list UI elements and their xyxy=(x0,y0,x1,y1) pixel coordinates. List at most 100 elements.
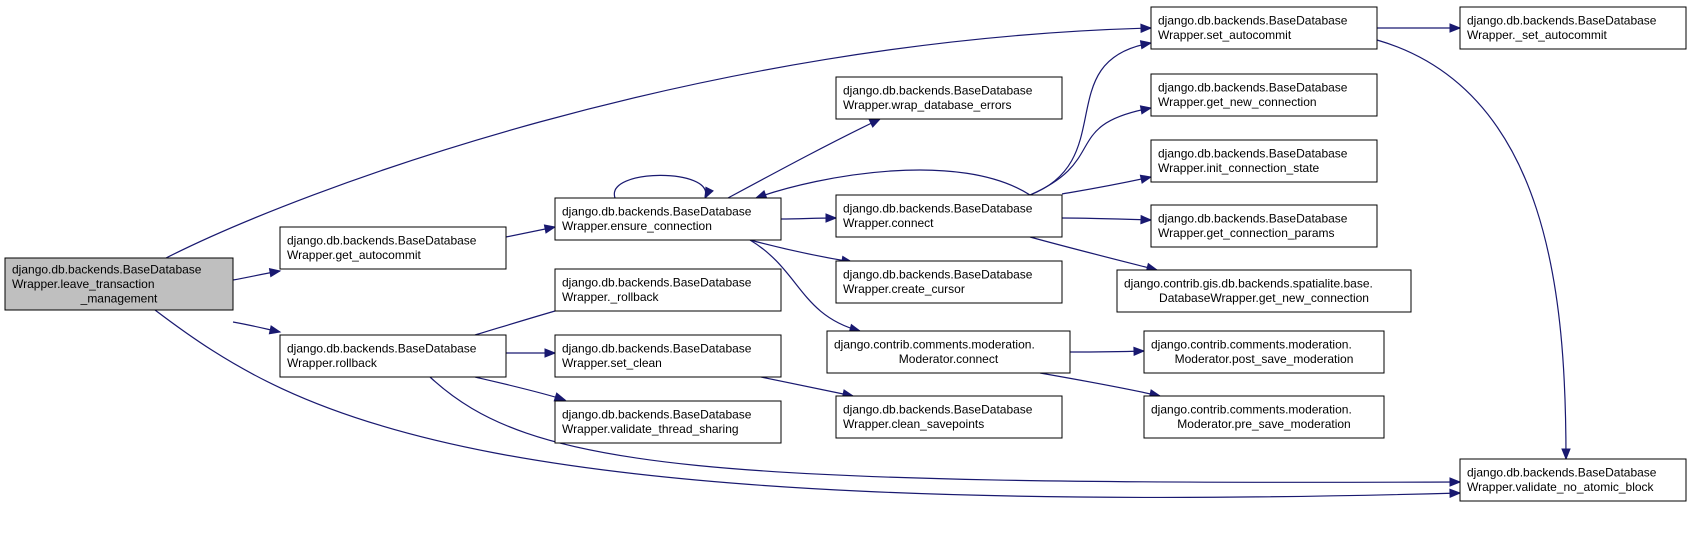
node-box[interactable] xyxy=(1459,458,1687,502)
node-box[interactable] xyxy=(835,76,1063,120)
node-get-autocommit[interactable]: django.db.backends.BaseDatabaseWrapper.g… xyxy=(279,226,507,270)
edge-line xyxy=(755,169,1031,199)
node-label-line: Moderator.connect xyxy=(899,352,999,366)
edge-leave-to-rollback xyxy=(232,321,282,335)
edge-line xyxy=(1029,236,1158,271)
edge-line xyxy=(749,239,861,332)
node-box[interactable] xyxy=(1459,6,1687,50)
node--rollback[interactable]: django.db.backends.BaseDatabaseWrapper._… xyxy=(554,268,782,312)
node-label-line: Wrapper.rollback xyxy=(287,356,378,370)
node-label-line: django.db.backends.BaseDatabase xyxy=(287,234,477,248)
arrowhead xyxy=(1449,23,1462,33)
arrowhead xyxy=(825,213,838,223)
arrowhead xyxy=(1133,346,1146,357)
node-get-new-connection[interactable]: django.db.backends.BaseDatabaseWrapper.g… xyxy=(1150,73,1378,117)
arrowhead xyxy=(268,325,282,335)
edge-line xyxy=(749,239,853,263)
arrowhead xyxy=(268,268,282,278)
edges-layer xyxy=(154,23,1571,499)
node-label-line: Wrapper.get_autocommit xyxy=(287,248,422,262)
edge-line xyxy=(474,376,566,401)
node-label-line: Wrapper.get_new_connection xyxy=(1158,95,1317,109)
node-label-line: Wrapper._set_autocommit xyxy=(1467,28,1608,42)
node-leave[interactable]: django.db.backends.BaseDatabaseWrapper.l… xyxy=(4,257,234,311)
node-label-line: Moderator.post_save_moderation xyxy=(1175,352,1354,366)
node-box[interactable] xyxy=(4,257,234,311)
edge-leave-to-validate_no_atomic_block xyxy=(154,309,1462,499)
node-ensure-connection[interactable]: django.db.backends.BaseDatabaseWrapper.e… xyxy=(554,197,782,241)
node-label-line: django.db.backends.BaseDatabase xyxy=(287,342,477,356)
node--set-autocommit[interactable]: django.db.backends.BaseDatabaseWrapper._… xyxy=(1459,6,1687,50)
edge-line xyxy=(154,309,1461,499)
node-create-cursor[interactable]: django.db.backends.BaseDatabaseWrapper.c… xyxy=(835,260,1063,304)
node-clean-savepoints[interactable]: django.db.backends.BaseDatabaseWrapper.c… xyxy=(835,395,1063,439)
node-label-line: django.db.backends.BaseDatabase xyxy=(843,268,1033,282)
node-label-line: django.db.backends.BaseDatabase xyxy=(1467,466,1657,480)
edge-set_autocommit-to-validate_no_atomic_block xyxy=(1376,39,1571,461)
node-box[interactable] xyxy=(1143,395,1385,439)
node-box[interactable] xyxy=(554,400,782,444)
node-box[interactable] xyxy=(554,197,782,241)
node-post-save-moderation[interactable]: django.contrib.comments.moderation.Moder… xyxy=(1143,330,1385,374)
node-box[interactable] xyxy=(1116,269,1412,313)
node-box[interactable] xyxy=(1143,330,1385,374)
edge-line xyxy=(1039,372,1161,397)
node-validate-thread-sharing[interactable]: django.db.backends.BaseDatabaseWrapper.v… xyxy=(554,400,782,444)
node-box[interactable] xyxy=(1150,73,1378,117)
arrowhead xyxy=(544,348,557,358)
edge-ensure_connection-to-ensure_connection xyxy=(614,174,714,200)
node-label-line: Wrapper.connect xyxy=(843,216,934,230)
node-label-line: Wrapper.leave_transaction xyxy=(12,277,155,291)
node-moderator-connect[interactable]: django.contrib.comments.moderation.Moder… xyxy=(826,330,1071,374)
edge-connect-to-init_connection_state xyxy=(1061,174,1153,195)
nodes-layer: django.db.backends.BaseDatabaseWrapper.l… xyxy=(4,6,1687,502)
node-label-line: Wrapper.validate_thread_sharing xyxy=(562,422,739,436)
arrowhead xyxy=(1449,488,1462,499)
node-box[interactable] xyxy=(279,334,507,378)
node-box[interactable] xyxy=(826,330,1071,374)
edge-moderator_connect-to-post_save_moderation xyxy=(1069,346,1146,357)
edge-rollback-to-validate_thread_sharing xyxy=(474,376,567,402)
node-label-line: django.contrib.gis.db.backends.spatialit… xyxy=(1124,277,1373,291)
edge-line xyxy=(1029,42,1152,196)
node-set-autocommit[interactable]: django.db.backends.BaseDatabaseWrapper.s… xyxy=(1150,6,1378,50)
edge-get_autocommit-to-ensure_connection xyxy=(505,224,557,238)
node-label-line: Moderator.pre_save_moderation xyxy=(1177,417,1350,431)
node-label-line: django.db.backends.BaseDatabase xyxy=(1158,81,1348,95)
edge-rollback-to-set_clean xyxy=(506,348,557,358)
edge-leave-to-set_autocommit xyxy=(165,23,1153,259)
node-label-line: django.contrib.comments.moderation. xyxy=(1151,338,1352,352)
node-box[interactable] xyxy=(279,226,507,270)
node-label-line: DatabaseWrapper.get_new_connection xyxy=(1159,291,1369,305)
node-label-line: Wrapper.create_cursor xyxy=(843,282,965,296)
node-box[interactable] xyxy=(554,268,782,312)
node-connect[interactable]: django.db.backends.BaseDatabaseWrapper.c… xyxy=(835,194,1063,238)
node-label-line: Wrapper.wrap_database_errors xyxy=(843,98,1012,112)
node-box[interactable] xyxy=(554,334,782,378)
arrowhead xyxy=(1561,448,1571,461)
node-init-connection-state[interactable]: django.db.backends.BaseDatabaseWrapper.i… xyxy=(1150,139,1378,183)
node-label-line: django.contrib.comments.moderation. xyxy=(834,338,1035,352)
node-get-connection-params[interactable]: django.db.backends.BaseDatabaseWrapper.g… xyxy=(1150,204,1378,248)
node-box[interactable] xyxy=(835,260,1063,304)
node-box[interactable] xyxy=(1150,6,1378,50)
node-label-line: django.db.backends.BaseDatabase xyxy=(562,205,752,219)
arrowhead xyxy=(1139,40,1153,50)
node-rollback[interactable]: django.db.backends.BaseDatabaseWrapper.r… xyxy=(279,334,507,378)
node-box[interactable] xyxy=(1150,204,1378,248)
node-box[interactable] xyxy=(835,194,1063,238)
node-wrap-database-errors[interactable]: django.db.backends.BaseDatabaseWrapper.w… xyxy=(835,76,1063,120)
node-box[interactable] xyxy=(835,395,1063,439)
node-box[interactable] xyxy=(1150,139,1378,183)
node-pre-save-moderation[interactable]: django.contrib.comments.moderation.Moder… xyxy=(1143,395,1385,439)
arrowhead xyxy=(704,186,714,200)
arrowhead xyxy=(1139,174,1153,184)
node-set-clean[interactable]: django.db.backends.BaseDatabaseWrapper.s… xyxy=(554,334,782,378)
edge-moderator_connect-to-pre_save_moderation xyxy=(1039,372,1162,399)
node-label-line: django.contrib.comments.moderation. xyxy=(1151,403,1352,417)
node-label-line: django.db.backends.BaseDatabase xyxy=(1158,14,1348,28)
node-label-line: Wrapper.clean_savepoints xyxy=(843,417,984,431)
node-validate-no-atomic-block[interactable]: django.db.backends.BaseDatabaseWrapper.v… xyxy=(1459,458,1687,502)
node-label-line: django.db.backends.BaseDatabase xyxy=(843,84,1033,98)
node-spatialite-get-new-connection[interactable]: django.contrib.gis.db.backends.spatialit… xyxy=(1116,269,1412,313)
